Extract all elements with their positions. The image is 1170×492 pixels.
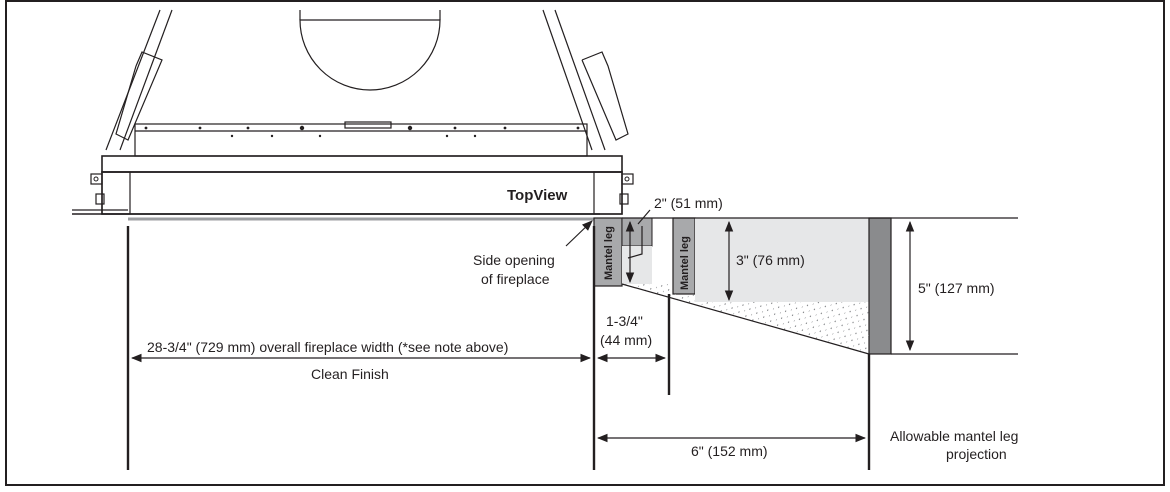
mantel-leg-2-label: Mantel leg (679, 236, 691, 290)
allowable-label-2: projection (946, 446, 1007, 462)
projection-slope-line (621, 283, 870, 355)
page-frame (5, 0, 1165, 486)
dim-1-3-4-label-1: 1-3/4" (606, 313, 643, 329)
dim-3in-label: 3" (76 mm) (736, 252, 805, 268)
dim-6in-label: 6" (152 mm) (691, 443, 768, 459)
zone-2in-light (622, 246, 652, 284)
fireplace-top-view (72, 9, 634, 221)
allowable-label-1: Allowable mantel leg (890, 428, 1018, 444)
side-opening-label-1: Side opening (473, 252, 555, 268)
zone-2in-gray (621, 217, 653, 247)
dim-2in-label: 2" (51 mm) (654, 195, 723, 211)
mantel-leg-1-label: Mantel leg (603, 226, 615, 280)
clean-finish-label: Clean Finish (311, 366, 389, 382)
dim-5in-label: 5" (127 mm) (918, 280, 995, 296)
mantel-leg-1 (593, 217, 623, 287)
side-opening-leader (565, 220, 593, 247)
dim-1-3-4-label-2: (44 mm) (600, 332, 652, 348)
side-opening-label-2: of fireplace (481, 271, 550, 287)
zone-3in (695, 218, 869, 302)
top-view-label: TopView (507, 187, 568, 204)
flue-collar-icon (299, 19, 441, 91)
dim-2in-leader (627, 209, 651, 259)
mantel-leg-5in (868, 217, 892, 355)
dim-overall-label: 28-3/4" (729 mm) overall fireplace width… (147, 339, 508, 355)
